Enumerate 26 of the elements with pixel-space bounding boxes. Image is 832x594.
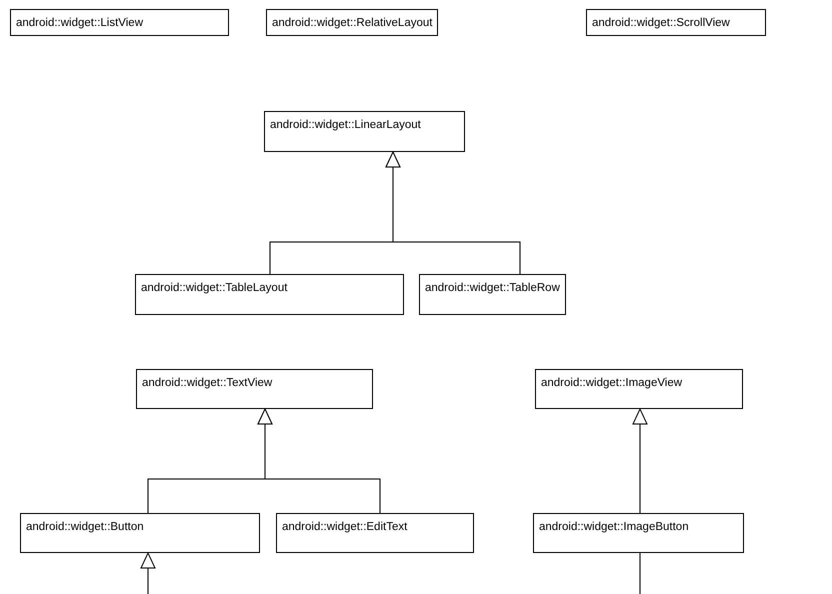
class-name: android::widget::ImageButton [539, 521, 689, 533]
class-box [419, 274, 566, 315]
class-box [20, 513, 260, 553]
inheritance-arrow [140, 552, 156, 594]
class-name: android::widget::EditText [282, 521, 408, 533]
class-name: android::widget::TableLayout [141, 282, 288, 294]
class-box [276, 513, 474, 553]
class-box [586, 9, 766, 36]
class-name: android::widget::ImageView [541, 377, 682, 389]
class-box [266, 9, 438, 36]
class-name: android::widget::TableRow [425, 282, 560, 294]
class-box [10, 9, 229, 36]
inheritance-arrow [258, 408, 380, 514]
class-box [136, 369, 373, 409]
class-box [533, 513, 744, 553]
inheritance-arrow [632, 408, 648, 514]
class-box [535, 369, 743, 409]
class-name: android::widget::ScrollView [592, 17, 730, 29]
class-name: android::widget::LinearLayout [270, 119, 421, 131]
class-name: android::widget::RelativeLayout [272, 17, 432, 29]
class-box [135, 274, 404, 315]
class-box [264, 111, 465, 152]
inheritance-arrow [386, 152, 520, 274]
class-name: android::widget::Button [26, 521, 144, 533]
class-name: android::widget::ListView [16, 17, 143, 29]
class-name: android::widget::TextView [142, 377, 272, 389]
